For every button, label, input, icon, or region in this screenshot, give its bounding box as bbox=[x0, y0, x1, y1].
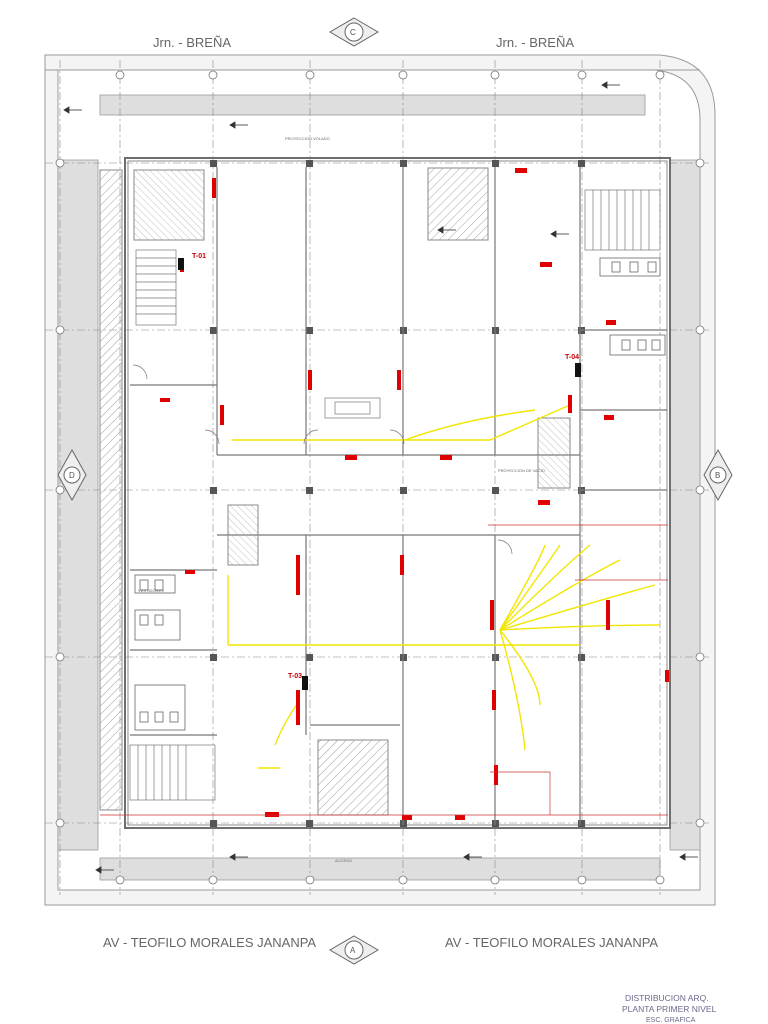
title-line-1: DISTRIBUCION ARQ. bbox=[625, 993, 709, 1003]
compass-letter-right: B bbox=[715, 471, 720, 480]
street-name-bottom-left: AV - TEOFILO MORALES JANANPA bbox=[103, 935, 316, 950]
label-proyeccion-vacio: PROYECCION DE VACIO bbox=[498, 468, 545, 473]
title-line-3: ESC. GRAFICA bbox=[646, 1017, 696, 1024]
title-line-2: PLANTA PRIMER NIVEL bbox=[622, 1004, 717, 1014]
label-acceso: ACCESO bbox=[335, 858, 352, 863]
hatched-areas bbox=[99, 167, 571, 816]
wiring-runs bbox=[227, 404, 661, 769]
tag-t01: T-01 bbox=[192, 253, 206, 260]
street-name-top-right: Jrn. - BREÑA bbox=[496, 35, 574, 50]
panel-boxes bbox=[178, 258, 581, 690]
arrows bbox=[63, 81, 698, 874]
street-name-top-left: Jrn. - BREÑA bbox=[153, 35, 231, 50]
tag-t03: T-03 bbox=[288, 673, 302, 680]
compass-letter-left: D bbox=[69, 471, 75, 480]
tag-t04: T-04 bbox=[565, 354, 579, 361]
dimension-lines bbox=[100, 524, 668, 816]
label-proyeccion-volado: PROYECCION VOLADO bbox=[285, 136, 330, 141]
equipment-markers bbox=[160, 168, 669, 820]
doors bbox=[132, 364, 513, 555]
street-outline bbox=[44, 54, 716, 906]
building-walls bbox=[124, 157, 671, 829]
axis-bubbles bbox=[55, 70, 705, 885]
label-vestidores: VESTIDORES bbox=[138, 588, 164, 593]
stairs bbox=[129, 189, 661, 801]
compass-letter-top: C bbox=[350, 28, 356, 37]
compass-letter-bottom: A bbox=[350, 946, 356, 955]
compass-markers bbox=[57, 17, 733, 965]
restroom-fixtures bbox=[134, 257, 666, 731]
sidewalk bbox=[57, 94, 701, 881]
street-name-bottom-right: AV - TEOFILO MORALES JANANPA bbox=[445, 935, 658, 950]
